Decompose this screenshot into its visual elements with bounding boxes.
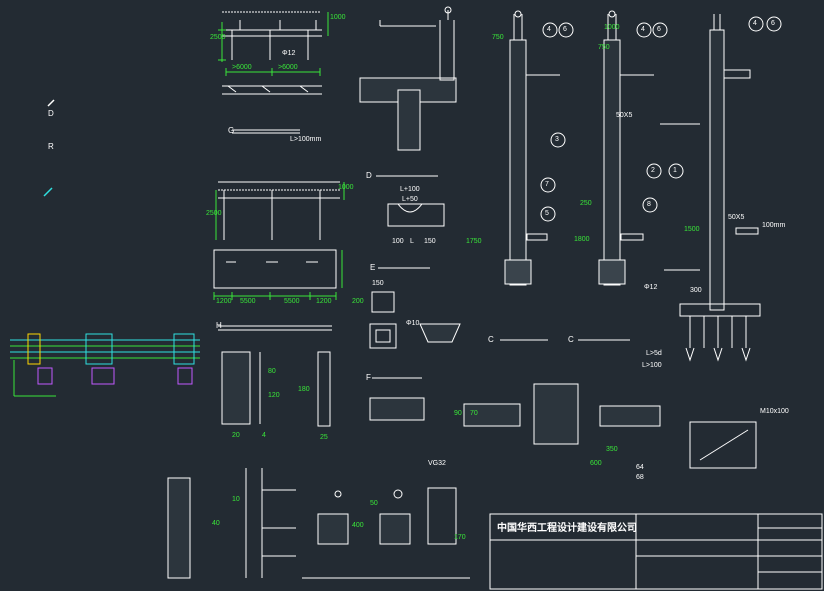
dim-120: 120 xyxy=(268,392,280,399)
dim-68: 68 xyxy=(636,474,644,481)
section-label-c2: C xyxy=(568,335,574,344)
dim-1000a: 1000 xyxy=(330,14,346,21)
dim-m10: M10x100 xyxy=(760,408,789,415)
company-name: 中国华西工程设计建设有限公司 xyxy=(497,523,637,534)
dim-170: 170 xyxy=(454,534,466,541)
dim-2500b: 2500 xyxy=(206,210,222,217)
dim-150b: 150 xyxy=(372,280,384,287)
dim-1000b: 1000 xyxy=(338,184,354,191)
toolbar-icons xyxy=(43,99,55,197)
dim-200: 200 xyxy=(352,298,364,305)
dim-150: 150 xyxy=(424,238,436,245)
dim-100mm: 100mm xyxy=(762,222,786,229)
callout-7a: 7 xyxy=(545,181,549,188)
callout-4b: 4 xyxy=(641,26,645,33)
rail-elevation-top-dims xyxy=(218,12,329,76)
section-label-e: E xyxy=(370,263,376,272)
dim-phi12a: Φ12 xyxy=(282,50,296,57)
section-label-g: G xyxy=(228,126,235,135)
dim-400: 400 xyxy=(352,522,364,529)
dim-6000a: >6000 xyxy=(232,64,252,71)
callout-bubbles xyxy=(540,16,782,222)
toolbar-d-label[interactable]: D xyxy=(48,109,54,118)
dim-6000b: >6000 xyxy=(278,64,298,71)
rail-elevation-mid-dims xyxy=(213,182,345,300)
dim-2500a: 2500 xyxy=(210,34,226,41)
dim-1800: 1800 xyxy=(574,236,590,243)
rail-elevation-top xyxy=(222,11,322,134)
lower-details xyxy=(167,351,470,579)
dim-50x5b: 50X5 xyxy=(616,112,633,119)
dim-10: 10 xyxy=(232,496,240,503)
dim-250: 250 xyxy=(580,200,592,207)
dim-l5d: L>5d xyxy=(646,350,662,357)
callout-3a: 3 xyxy=(555,136,559,143)
callout-5a: 5 xyxy=(545,210,549,217)
dim-750: 750 xyxy=(492,34,504,41)
dim-l50: L+50 xyxy=(402,196,418,203)
callout-6b: 6 xyxy=(657,26,661,33)
dim-1200b: 1200 xyxy=(316,298,332,305)
dim-80: 80 xyxy=(268,368,276,375)
dim-phi10: Φ10 xyxy=(406,320,420,327)
callout-2a: 2 xyxy=(651,167,655,174)
section-label-f: F xyxy=(366,373,371,382)
dim-1000c: 1000 xyxy=(604,24,620,31)
callout-1a: 1 xyxy=(673,167,677,174)
section-label-d: D xyxy=(366,171,372,180)
dim-20: 20 xyxy=(232,432,240,439)
dim-100: 100 xyxy=(392,238,404,245)
dim-70: 70 xyxy=(470,410,478,417)
dim-180: 180 xyxy=(298,386,310,393)
rail-elevation-mid xyxy=(213,181,340,331)
electrical-schematic xyxy=(10,333,200,397)
dim-L: L xyxy=(410,238,414,245)
dim-vg32: VG32 xyxy=(428,460,446,467)
dim-5500b: 5500 xyxy=(284,298,300,305)
callout-6c: 6 xyxy=(771,20,775,27)
column-elevation-3 xyxy=(660,14,761,362)
dim-l100b: L>100 xyxy=(642,362,662,369)
dim-64: 64 xyxy=(636,464,644,471)
dim-40: 40 xyxy=(212,520,220,527)
dim-90: 90 xyxy=(454,410,462,417)
callout-8a: 8 xyxy=(647,201,651,208)
callout-4a: 4 xyxy=(547,26,551,33)
dim-300: 300 xyxy=(690,287,702,294)
dim-5500a: 5500 xyxy=(240,298,256,305)
column-elevation-1 xyxy=(504,10,560,286)
section-label-h: H xyxy=(216,321,222,330)
dim-50: 50 xyxy=(370,500,378,507)
dim-phi12b: Φ12 xyxy=(644,284,658,291)
dim-l100: L+100 xyxy=(400,186,420,193)
dim-1750: 1750 xyxy=(466,238,482,245)
dim-750b: 750 xyxy=(598,44,610,51)
section-d-e xyxy=(369,175,757,469)
callout-4c: 4 xyxy=(753,20,757,27)
callout-6a: 6 xyxy=(563,26,567,33)
dim-4: 4 xyxy=(262,432,266,439)
dim-600: 600 xyxy=(590,460,602,467)
dim-1500: 1500 xyxy=(684,226,700,233)
section-label-c1: C xyxy=(488,335,494,344)
dim-1200a: 1200 xyxy=(216,298,232,305)
column-elevation-2 xyxy=(598,10,654,286)
toolbar-r-label[interactable]: R xyxy=(48,142,54,151)
dim-350: 350 xyxy=(606,446,618,453)
title-block-frame xyxy=(489,513,823,590)
dim-lgt100: L>100mm xyxy=(290,136,322,143)
dim-25: 25 xyxy=(320,434,328,441)
coping-detail xyxy=(359,6,457,151)
dim-50x5: 50X5 xyxy=(728,214,745,221)
